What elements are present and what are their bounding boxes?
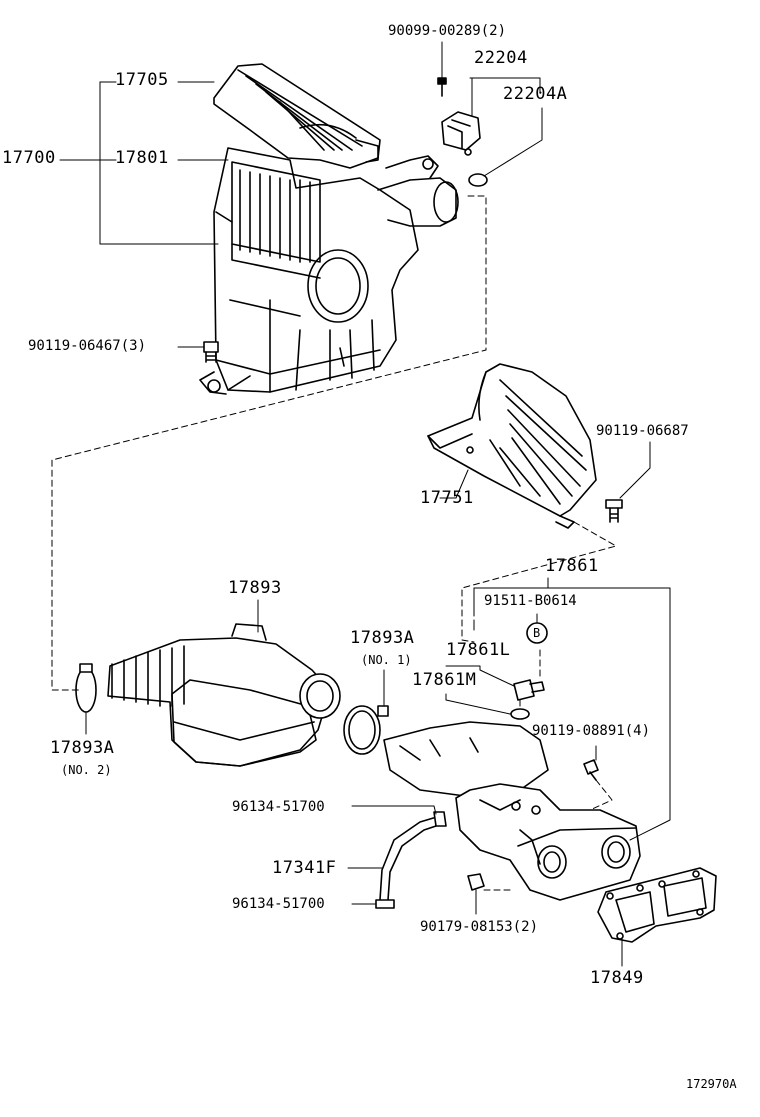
vsv-17861l	[513, 679, 545, 701]
hose-clamp-17893a-no2	[75, 663, 97, 713]
o-ring-22204a	[468, 173, 488, 187]
label-17893a-no1: 17893A	[350, 628, 415, 648]
label-17801: 17801	[115, 148, 169, 168]
label-17705: 17705	[115, 70, 169, 90]
hose-clamp-17893a-no1	[343, 705, 389, 755]
label-96134-51700-b: 96134-51700	[232, 896, 325, 912]
label-circle-b: B	[533, 626, 541, 640]
label-90099-00289: 90099-00289(2)	[388, 23, 507, 39]
leader-lines	[59, 41, 671, 967]
label-90119-06687: 90119-06687	[596, 423, 689, 439]
label-17861l: 17861L	[446, 640, 511, 660]
label-17861: 17861	[545, 556, 599, 576]
intake-manifold-17861	[383, 721, 641, 901]
bolt-90119-06467	[203, 341, 219, 363]
label-90119-08891: 90119-08891(4)	[532, 723, 651, 739]
intake-duct-17751	[427, 363, 597, 529]
gasket-17849	[597, 867, 717, 943]
label-17751: 17751	[420, 488, 474, 508]
air-cleaner-case-17801	[199, 147, 459, 395]
assembly-dashed-lines	[51, 195, 617, 891]
vacuum-hose-17341f	[375, 811, 447, 909]
air-cleaner-cap-17705	[213, 63, 381, 169]
label-17700: 17700	[2, 148, 56, 168]
label-91511-b0614: 91511-B0614	[484, 593, 577, 609]
label-no2: (NO. 2)	[61, 763, 112, 777]
figure-code: 172970A	[686, 1077, 737, 1091]
label-22204a: 22204A	[503, 84, 568, 104]
label-17861m: 17861M	[412, 670, 477, 690]
label-90179-08153: 90179-08153(2)	[420, 919, 539, 935]
label-17341f: 17341F	[272, 858, 337, 878]
bolt-90119-08891	[583, 759, 599, 781]
air-flow-meter-22204	[441, 111, 481, 156]
label-22204: 22204	[474, 48, 528, 68]
air-cleaner-hose-17893	[107, 623, 341, 767]
label-no1: (NO. 1)	[361, 653, 412, 667]
bolt-90119-06687	[605, 499, 623, 523]
nut-90179-08153	[467, 873, 485, 891]
label-17893: 17893	[228, 578, 282, 598]
label-17893a-no2: 17893A	[50, 738, 115, 758]
label-96134-51700-a: 96134-51700	[232, 799, 325, 815]
o-ring-17861m	[510, 708, 530, 720]
bolt-90099-00289	[437, 77, 447, 97]
label-17849: 17849	[590, 968, 644, 988]
label-90119-06467: 90119-06467(3)	[28, 338, 147, 354]
